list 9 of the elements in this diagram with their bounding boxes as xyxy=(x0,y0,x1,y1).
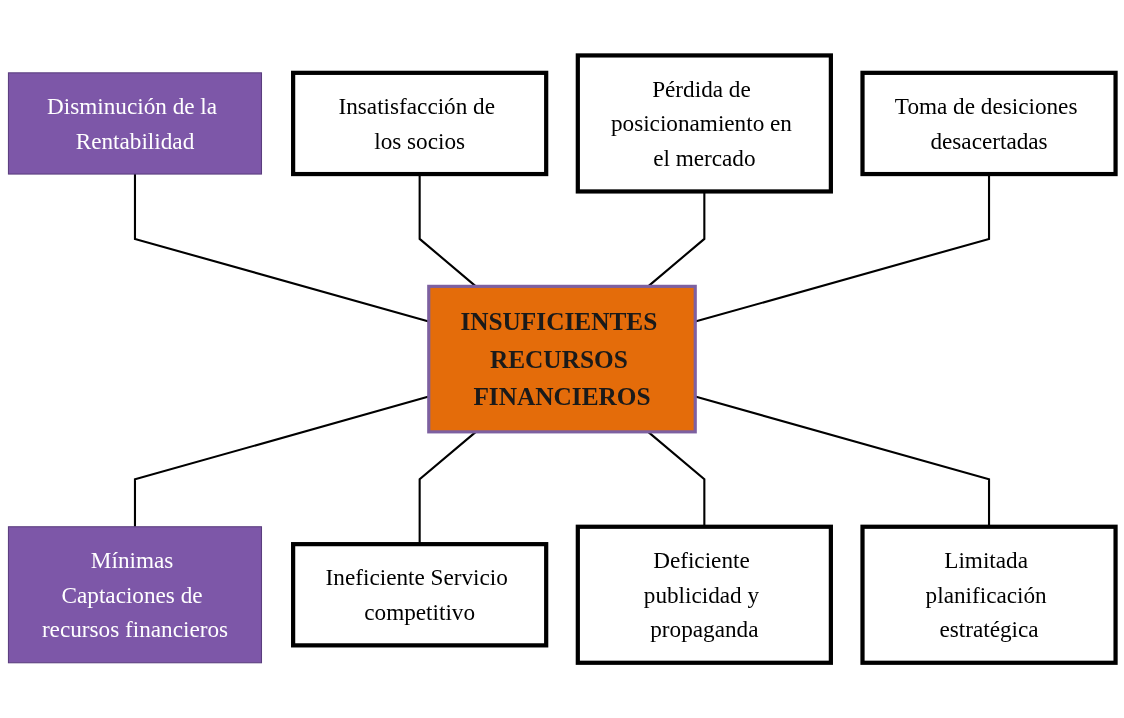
node-box: Insatisfacción de los socios xyxy=(291,70,549,177)
node-box: Mínimas Captaciones de recursos financieros xyxy=(7,526,263,664)
node-box: Limitada planificación estratégica xyxy=(860,524,1118,665)
node-box: Ineficiente Servicio competitivo xyxy=(291,541,549,648)
node-box: Disminución de la Rentabilidad xyxy=(7,72,263,175)
node-box: Pérdida de posicionamiento en el mercado xyxy=(575,53,833,194)
node-box: INSUFICIENTES RECURSOS FINANCIEROS xyxy=(427,284,697,434)
node-box: Toma de desiciones desacertadas xyxy=(860,70,1118,177)
node-box: Deficiente publicidad y propaganda xyxy=(575,524,833,665)
